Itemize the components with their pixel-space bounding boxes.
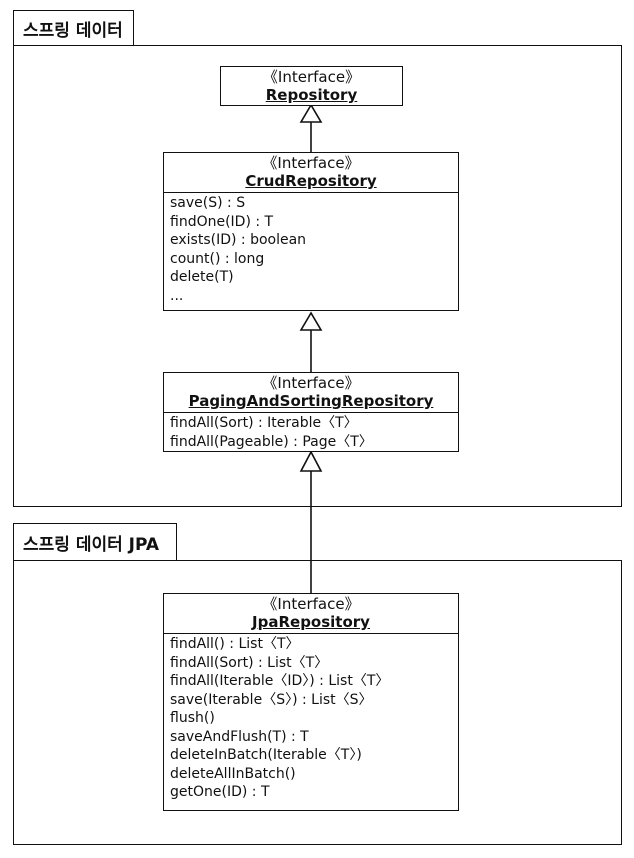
class-header-paging-and-sorting-repository: 《Interface》 PagingAndSortingRepository [164,373,458,413]
operation: deleteInBatch(Iterable〈T〉) [170,747,362,763]
class-header-jpa-repository: 《Interface》 JpaRepository [164,594,458,634]
class-name-crud-repository: CrudRepository [245,172,377,190]
class-name-jpa-repository: JpaRepository [252,613,370,631]
stereotype-label: 《Interface》 [262,68,361,86]
class-repository: 《Interface》 Repository [220,66,403,106]
inheritance-arrow-crud [299,311,323,331]
package-label-spring-data: 스프링 데이터 [23,20,123,41]
operations-jpa-repository: findAll() : List〈T〉 findAll(Sort) : List… [164,634,458,802]
operation: save(S) : S [170,195,246,211]
operation: findOne(ID) : T [170,213,274,230]
class-header-crud-repository: 《Interface》 CrudRepository [164,153,458,193]
package-label-spring-data-jpa: 스프링 데이터 JPA [23,534,160,555]
operation: flush() [170,710,215,726]
operation: findAll(Iterable〈ID〉) : List〈T〉 [170,673,390,689]
operation: findAll(Pageable) : Page〈T〉 [170,433,373,450]
operation: count() : long [170,250,265,267]
operation: delete(T) [170,269,234,285]
package-tab-spring-data: 스프링 데이터 [13,10,134,46]
class-jpa-repository: 《Interface》 JpaRepository findAll() : Li… [163,593,459,811]
operation: saveAndFlush(T) : T [170,728,309,745]
class-paging-and-sorting-repository: 《Interface》 PagingAndSortingRepository f… [163,372,459,452]
package-tab-spring-data-jpa: 스프링 데이터 JPA [13,523,177,561]
stereotype-label: 《Interface》 [262,154,360,172]
operation: exists(ID) : boolean [170,232,307,248]
operations-crud-repository: save(S) : S findOne(ID) : T exists(ID) :… [164,193,458,305]
class-crud-repository: 《Interface》 CrudRepository save(S) : S f… [163,152,459,311]
class-name-repository: Repository [265,86,358,104]
operation: findAll(Sort) : Iterable〈T〉 [170,415,358,431]
stereotype-label: 《Interface》 [262,374,360,392]
operation: deleteAllInBatch() [170,765,296,782]
class-header-repository: 《Interface》 Repository [221,67,402,106]
operation: findAll() : List〈T〉 [170,636,300,652]
operations-paging-and-sorting-repository: findAll(Sort) : Iterable〈T〉 findAll(Page… [164,413,458,451]
operation: getOne(ID) : T [170,784,270,800]
operation: findAll(Sort) : List〈T〉 [170,654,329,671]
operation: save(Iterable〈S〉) : List〈S〉 [170,691,373,708]
class-name-paging-and-sorting-repository: PagingAndSortingRepository [188,392,434,410]
operation-ellipsis: ... [170,287,184,304]
inheritance-arrow-repository [299,103,323,123]
inheritance-arrow-paging [299,450,323,472]
stereotype-label: 《Interface》 [262,595,360,613]
